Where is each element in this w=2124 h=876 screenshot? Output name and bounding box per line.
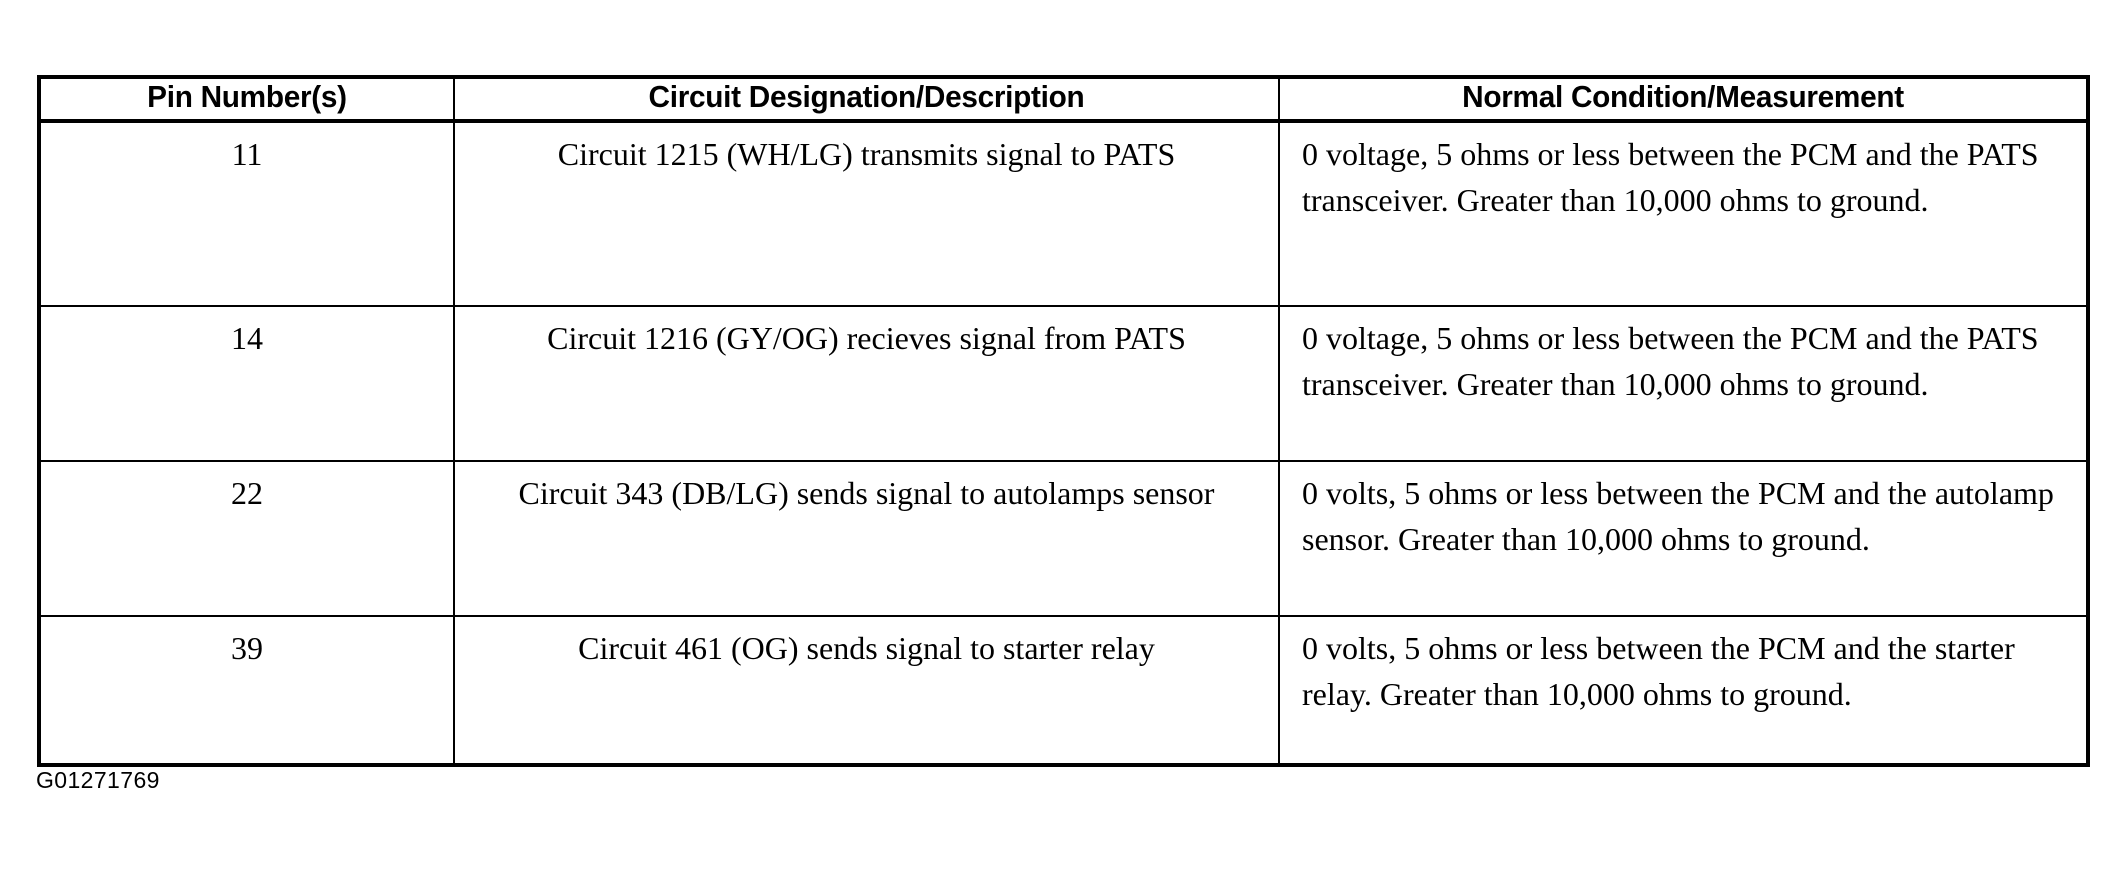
column-header-normal-condition: Normal Condition/Measurement [1294, 77, 2072, 123]
column-header-circuit-designation: Circuit Designation/Description [469, 77, 1263, 123]
cell-circuit-description: Circuit 343 (DB/LG) sends signal to auto… [453, 460, 1279, 616]
table-body: 11 Circuit 1215 (WH/LG) transmits signal… [39, 121, 2088, 765]
cell-normal-condition: 0 volts, 5 ohms or less between the PCM … [1278, 615, 2088, 765]
cell-circuit-description: Circuit 1215 (WH/LG) transmits signal to… [453, 121, 1279, 306]
table-row: 22 Circuit 343 (DB/LG) sends signal to a… [39, 460, 2088, 616]
cell-normal-condition: 0 voltage, 5 ohms or less between the PC… [1278, 121, 2088, 306]
column-header-pin-number: Pin Number(s) [47, 77, 446, 123]
pin-number-value: 11 [231, 136, 263, 172]
pin-number-value: 14 [231, 320, 263, 356]
cell-pin-number: 22 [39, 460, 454, 616]
table-header-row: Pin Number(s) Circuit Designation/Descri… [39, 77, 2088, 123]
cell-pin-number: 39 [39, 615, 454, 765]
table-row: 11 Circuit 1215 (WH/LG) transmits signal… [39, 121, 2088, 306]
normal-condition-value: 0 volts, 5 ohms or less between the PCM … [1302, 475, 2054, 557]
pin-number-value: 39 [231, 630, 263, 666]
pin-number-value: 22 [231, 475, 263, 511]
normal-condition-value: 0 voltage, 5 ohms or less between the PC… [1302, 320, 2039, 402]
figure-id-label: G01271769 [36, 767, 160, 793]
cell-pin-number: 14 [39, 305, 454, 461]
table-row: 39 Circuit 461 (OG) sends signal to star… [39, 615, 2088, 765]
circuit-description-value: Circuit 343 (DB/LG) sends signal to auto… [518, 475, 1215, 511]
circuit-description-value: Circuit 1216 (GY/OG) recieves signal fro… [547, 320, 1186, 356]
circuit-description-value: Circuit 1215 (WH/LG) transmits signal to… [557, 136, 1176, 172]
pcm-pin-reference-table: Pin Number(s) Circuit Designation/Descri… [37, 75, 2090, 767]
cell-circuit-description: Circuit 461 (OG) sends signal to starter… [453, 615, 1279, 765]
table-row: 14 Circuit 1216 (GY/OG) recieves signal … [39, 305, 2088, 461]
cell-pin-number: 11 [39, 121, 454, 306]
circuit-description-value: Circuit 461 (OG) sends signal to starter… [578, 630, 1155, 666]
normal-condition-value: 0 volts, 5 ohms or less between the PCM … [1302, 630, 2015, 712]
normal-condition-value: 0 voltage, 5 ohms or less between the PC… [1302, 136, 2039, 218]
table-header: Pin Number(s) Circuit Designation/Descri… [39, 77, 2088, 123]
cell-normal-condition: 0 voltage, 5 ohms or less between the PC… [1278, 305, 2088, 461]
cell-circuit-description: Circuit 1216 (GY/OG) recieves signal fro… [453, 305, 1279, 461]
cell-normal-condition: 0 volts, 5 ohms or less between the PCM … [1278, 460, 2088, 616]
